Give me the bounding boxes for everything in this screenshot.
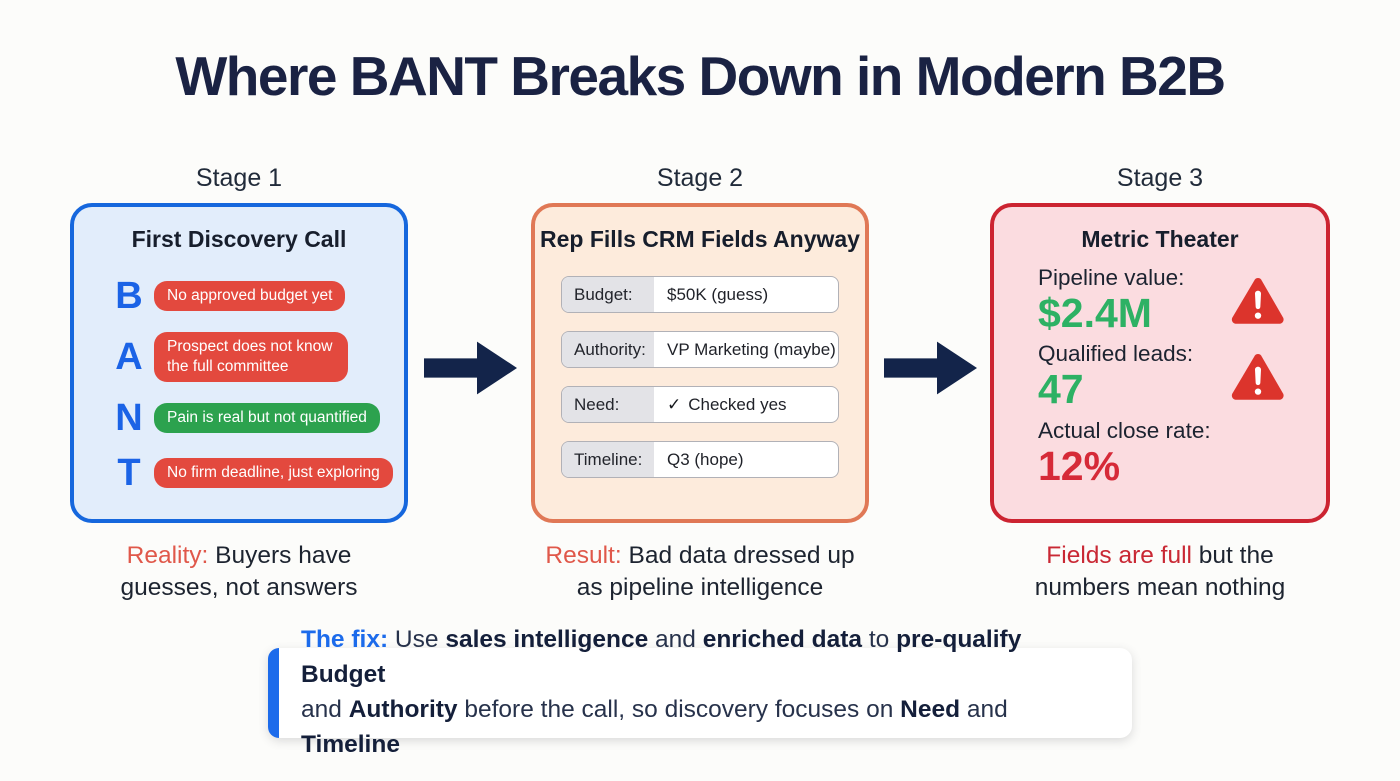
metrics: Pipeline value: $2.4M Qualified leads: 4… bbox=[994, 264, 1326, 488]
stage-2-label: Stage 2 bbox=[656, 164, 744, 192]
status-pill-budget: No approved budget yet bbox=[154, 280, 346, 312]
crm-field-need: Need: ✓ Checked yes bbox=[561, 386, 839, 423]
status-pill-need: Pain is real but not quantified bbox=[154, 403, 380, 434]
fix-text-line: The fix: Use sales intelligence and enri… bbox=[301, 626, 1022, 689]
metric-value: 47 bbox=[1038, 366, 1084, 413]
bant-row-budget: B No approved budget yet bbox=[106, 277, 404, 315]
fix-text: The fix: Use sales intelligence and enri… bbox=[268, 623, 1132, 762]
metric-label: Qualified leads: bbox=[1038, 341, 1194, 367]
field-label: Authority: bbox=[562, 332, 654, 367]
field-value: VP Marketing (maybe) bbox=[667, 339, 836, 359]
field-label: Timeline: bbox=[562, 442, 654, 477]
field-value: ✓ Checked yes bbox=[654, 387, 838, 422]
metric-qualified-leads: Qualified leads: 47 bbox=[1038, 340, 1288, 412]
stage-3-panel: Metric Theater Pipeline value: $2.4M Qua… bbox=[990, 203, 1330, 523]
warning-icon bbox=[1231, 278, 1284, 324]
caption-accent: Result: bbox=[545, 542, 622, 569]
arrow-icon-stage1-to-stage2 bbox=[424, 341, 517, 395]
warning-icon bbox=[1231, 354, 1284, 401]
field-label: Need: bbox=[562, 387, 654, 422]
stage-3-heading: Metric Theater bbox=[1081, 226, 1239, 252]
field-label: Budget: bbox=[562, 277, 654, 312]
bant-row-timeline: T No firm deadline, just exploring bbox=[106, 454, 404, 492]
metric-text: Qualified leads: 47 bbox=[1038, 340, 1193, 411]
status-pill-timeline: No firm deadline, just exploring bbox=[154, 458, 393, 489]
bant-letter-b: B bbox=[115, 275, 143, 317]
bant-rows: B No approved budget yet A Prospect does… bbox=[74, 277, 404, 492]
caption-accent: Reality: bbox=[126, 542, 209, 569]
stage-2-heading: Rep Fills CRM Fields Anyway bbox=[540, 226, 860, 252]
metric-text: Actual close rate: 12% bbox=[1038, 417, 1211, 488]
bant-row-authority: A Prospect does not know the full commit… bbox=[106, 332, 404, 383]
crm-fields: Budget: $50K (guess) Authority: VP Marke… bbox=[535, 276, 865, 478]
metric-text: Pipeline value: $2.4M bbox=[1038, 264, 1184, 335]
status-pill-authority: Prospect does not know the full committe… bbox=[154, 332, 348, 383]
caption-rest: but the numbers mean nothing bbox=[1034, 542, 1286, 602]
stage-3-caption: Fields are full but the numbers mean not… bbox=[1005, 540, 1315, 605]
stage-1-label: Stage 1 bbox=[195, 164, 283, 192]
metric-close-rate: Actual close rate: 12% bbox=[1038, 417, 1288, 488]
metric-label: Actual close rate: bbox=[1038, 417, 1211, 443]
crm-field-authority: Authority: VP Marketing (maybe) bbox=[561, 331, 839, 368]
field-value: Q3 (hope) bbox=[667, 449, 744, 469]
bant-letter-n: N bbox=[115, 397, 143, 440]
metric-label: Pipeline value: bbox=[1038, 265, 1185, 290]
field-value-text: Checked yes bbox=[688, 394, 787, 414]
crm-field-budget: Budget: $50K (guess) bbox=[561, 276, 839, 313]
stage-2-caption: Result: Bad data dressed up as pipeline … bbox=[530, 540, 870, 605]
bant-row-need: N Pain is real but not quantified bbox=[106, 399, 404, 437]
fix-accent-bar bbox=[268, 648, 279, 738]
bant-letter-a: A bbox=[115, 336, 143, 379]
stage-2-panel: Rep Fills CRM Fields Anyway Budget: $50K… bbox=[531, 203, 869, 523]
stage-1-heading: First Discovery Call bbox=[131, 226, 347, 252]
caption-rest: Buyers have guesses, not answers bbox=[120, 542, 358, 602]
fix-callout: The fix: Use sales intelligence and enri… bbox=[268, 626, 1132, 758]
stage-1-caption: Reality: Buyers have guesses, not answer… bbox=[99, 540, 379, 605]
stage-1-panel: First Discovery Call B No approved budge… bbox=[70, 203, 408, 523]
metric-pipeline-value: Pipeline value: $2.4M bbox=[1038, 264, 1288, 335]
bant-letter-t: T bbox=[117, 452, 141, 495]
caption-rest: Bad data dressed up as pipeline intellig… bbox=[576, 542, 855, 602]
fix-text-line: and Authority before the call, so discov… bbox=[301, 696, 1008, 758]
crm-field-timeline: Timeline: Q3 (hope) bbox=[561, 441, 839, 478]
metric-value: $2.4M bbox=[1038, 290, 1152, 336]
stage-3-label: Stage 3 bbox=[1116, 164, 1204, 192]
metric-value: 12% bbox=[1038, 442, 1121, 489]
check-icon: ✓ bbox=[667, 394, 682, 414]
arrow-icon-stage2-to-stage3 bbox=[884, 341, 977, 395]
field-value: $50K (guess) bbox=[667, 284, 769, 304]
page-title: Where BANT Breaks Down in Modern B2B bbox=[175, 45, 1226, 107]
caption-accent: Fields are full bbox=[1046, 542, 1192, 569]
